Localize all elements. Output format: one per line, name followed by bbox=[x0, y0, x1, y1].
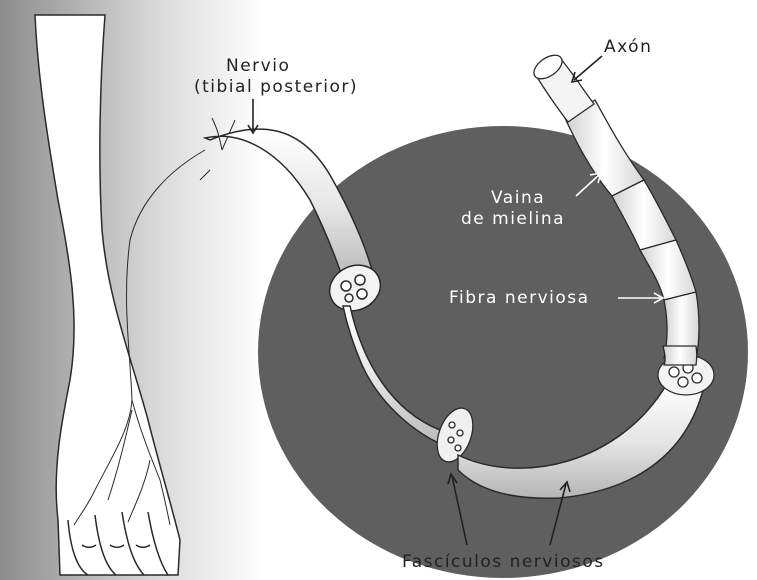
fiber-label: Fibra nerviosa bbox=[449, 288, 590, 308]
nerve-label-line2: (tibial posterior) bbox=[194, 77, 358, 97]
axon-arrow bbox=[572, 56, 602, 82]
axon-end bbox=[530, 50, 594, 122]
fascicles-label: Fascículos nerviosos bbox=[402, 552, 605, 572]
myelin-label-line2: de mielina bbox=[461, 209, 565, 229]
axon-label: Axón bbox=[604, 37, 652, 57]
nerve-label-line1: Nervio bbox=[226, 56, 290, 76]
myelin-label-line1: Vaina bbox=[491, 188, 545, 208]
